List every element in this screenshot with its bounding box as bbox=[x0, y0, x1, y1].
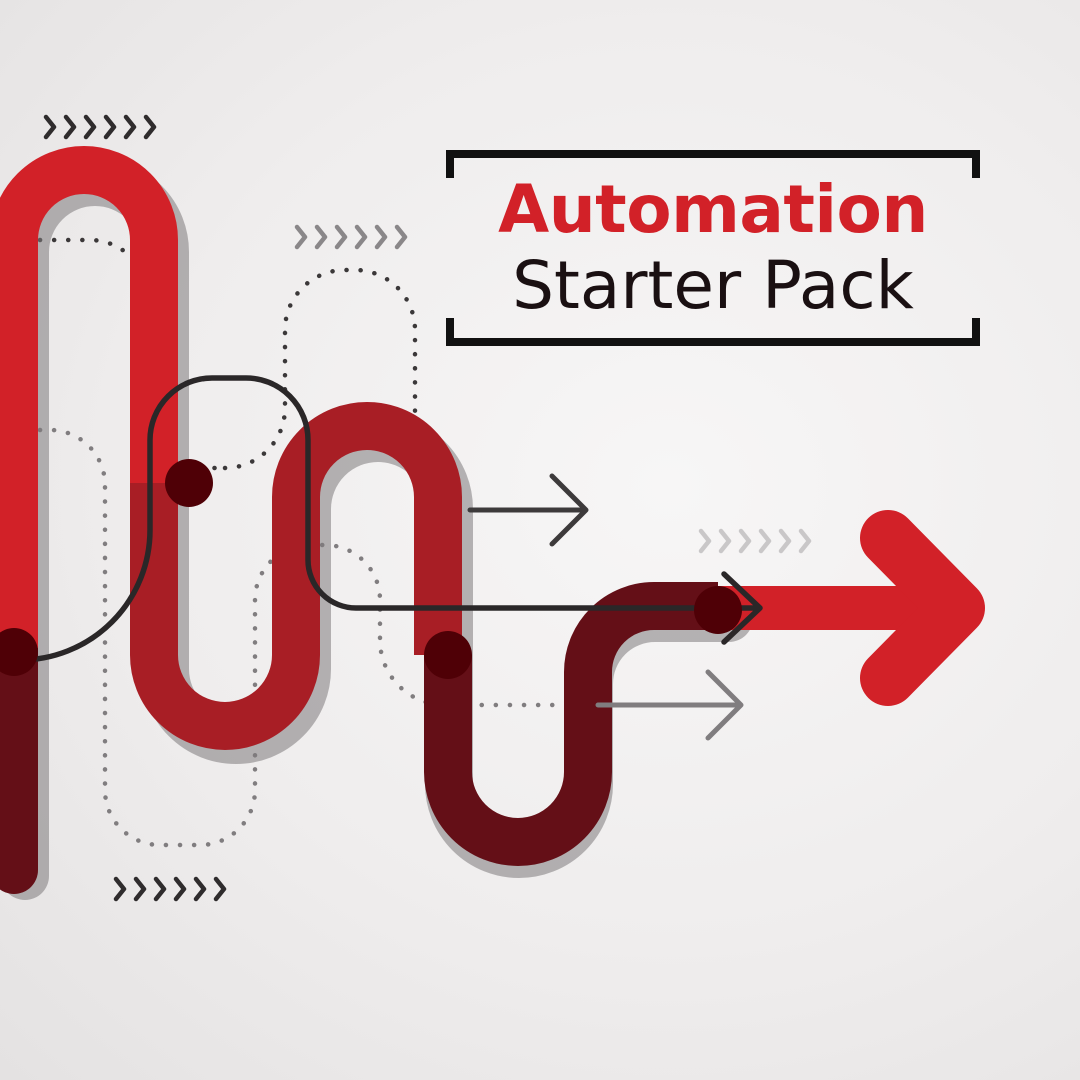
junction-dot-middle bbox=[424, 631, 472, 679]
bracket-top bbox=[446, 150, 980, 178]
thin-arrows bbox=[467, 473, 744, 741]
title-block: Automation Starter Pack bbox=[446, 150, 980, 346]
chevron-row-middle bbox=[297, 227, 405, 247]
dark-loop-line bbox=[0, 375, 763, 663]
junction-dot-left bbox=[0, 628, 38, 676]
ribbon-segment-dark bbox=[424, 582, 718, 866]
title-brackets bbox=[446, 150, 980, 346]
big-arrow-shaft bbox=[718, 586, 960, 630]
junction-dot-right bbox=[694, 586, 742, 634]
title-automation: Automation bbox=[498, 171, 928, 248]
chevron-row-right bbox=[701, 531, 809, 551]
arrow-right-icon bbox=[718, 510, 985, 706]
chevron-row-bottom bbox=[116, 879, 224, 899]
junction-dot-upper bbox=[165, 459, 213, 507]
bracket-bottom bbox=[446, 318, 980, 346]
junction-dots bbox=[0, 459, 742, 679]
chevron-row-top bbox=[46, 117, 154, 137]
dotted-loop-top-center bbox=[222, 267, 418, 471]
title-starter-pack: Starter Pack bbox=[512, 247, 914, 324]
ribbon-segment-red bbox=[0, 146, 178, 648]
ribbon-segment-mid bbox=[130, 402, 462, 750]
main-ribbon bbox=[0, 146, 718, 894]
big-arrow-head bbox=[860, 510, 985, 706]
thin-arrow-lower bbox=[595, 669, 744, 741]
dotted-loop-lower-left bbox=[37, 427, 563, 848]
thin-arrow-upper bbox=[467, 473, 589, 547]
